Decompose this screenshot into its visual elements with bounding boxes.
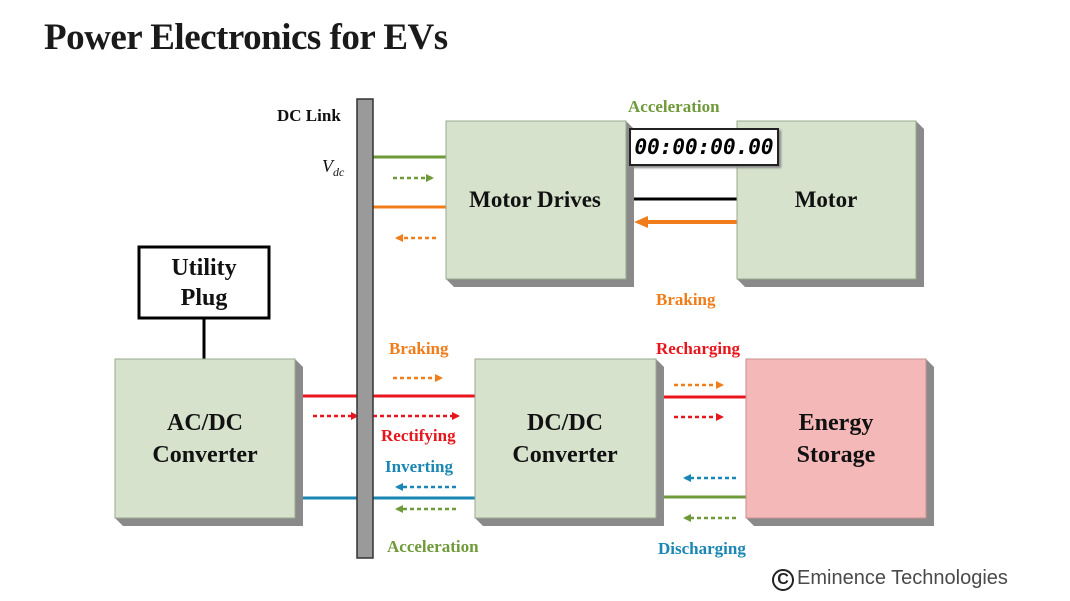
block-motor — [736, 120, 924, 287]
discharging-label: Discharging — [658, 539, 746, 558]
rectifying-label: Rectifying — [381, 426, 456, 445]
dcdc-label-line2: Converter — [512, 442, 618, 468]
recharging-label-text: Recharging — [656, 339, 741, 358]
block-acdc-converter — [114, 358, 303, 526]
copyright-text: Eminence Technologies — [797, 567, 1008, 589]
inverting-label: Inverting — [385, 457, 454, 476]
dcdc-label-line1: DC/DC — [527, 410, 603, 436]
braking-label-motor: Braking — [656, 290, 716, 309]
acceleration-label-bottom: Acceleration — [387, 537, 479, 556]
block-motor-drives — [445, 120, 634, 287]
vdc-subscript: dc — [333, 165, 345, 179]
energy-storage-label-line2: Storage — [797, 442, 876, 468]
connection-lines — [202, 155, 746, 500]
copyright-icon: C — [772, 569, 794, 591]
motor-drives-label: Motor Drives — [469, 187, 601, 212]
acdc-label-line1: AC/DC — [167, 410, 243, 436]
utility-plug-label-line2: Plug — [181, 285, 228, 311]
dc-link-bar — [356, 98, 374, 559]
energy-storage-label-line1: Energy — [799, 410, 874, 436]
dc-link-label: DC Link — [277, 106, 341, 125]
block-energy-storage — [745, 358, 934, 526]
vdc-symbol: V — [322, 156, 335, 176]
acceleration-label-top: Acceleration — [628, 97, 720, 116]
utility-plug-label-line1: Utility — [171, 255, 236, 281]
block-dcdc-converter — [474, 358, 664, 526]
slide-title: Power Electronics for EVs — [44, 17, 448, 58]
timecode-display: 00:00:00.00 — [629, 128, 779, 166]
block-utility-plug — [137, 245, 271, 320]
motor-label: Motor — [795, 187, 858, 212]
vdc-label: Vdc — [322, 156, 345, 179]
acdc-label-line2: Converter — [152, 442, 258, 468]
recharging-label: Recharging — [656, 339, 741, 358]
braking-label-dcdc: Braking — [389, 339, 449, 358]
flow-arrows — [313, 174, 736, 522]
